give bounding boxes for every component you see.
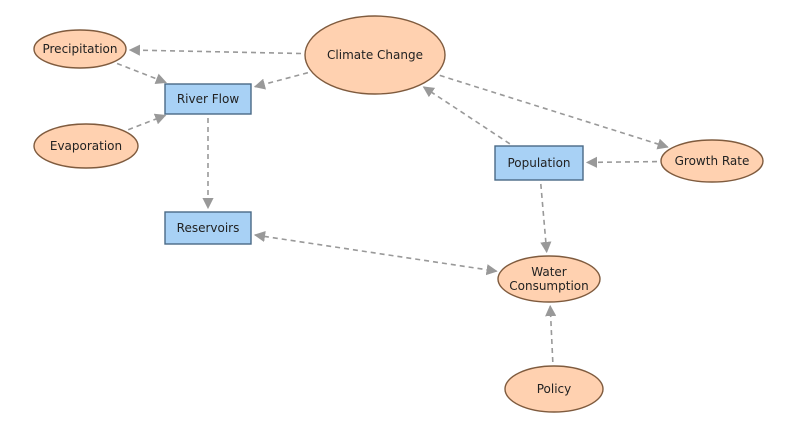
edge-precipitation-to-river-flow (116, 62, 167, 85)
edge-climate-change-to-precipitation (128, 44, 302, 56)
edge-climate-change-to-growth-rate (439, 74, 669, 150)
node-river-flow-label: River Flow (177, 92, 239, 106)
node-precipitation-ellipse (33, 29, 127, 69)
node-population[interactable]: Population (494, 145, 584, 181)
node-population-box (494, 145, 584, 181)
node-river-flow[interactable]: River Flow (164, 83, 252, 115)
edge-reservoirs-to-water-consumption (253, 230, 498, 276)
node-reservoirs[interactable]: Reservoirs (164, 211, 252, 245)
node-water-consumption-ellipse (497, 255, 601, 303)
node-reservoirs-label: Reservoirs (177, 221, 240, 235)
node-precipitation[interactable]: Precipitation (33, 29, 127, 69)
edge-population-to-water-consumption (540, 183, 552, 254)
node-river-flow-box (164, 83, 252, 115)
node-evaporation-ellipse (33, 123, 139, 169)
node-growth-rate-label: Growth Rate (675, 154, 750, 168)
node-evaporation[interactable]: Evaporation (33, 123, 139, 169)
node-reservoirs-box (164, 211, 252, 245)
node-climate-change[interactable]: Climate Change (304, 15, 446, 95)
edge-climate-change-to-river-flow (253, 71, 309, 90)
node-climate-change-ellipse (304, 15, 446, 95)
node-policy[interactable]: Policy (504, 365, 604, 413)
node-population-label: Population (507, 156, 570, 170)
node-water-consumption-label: Water (531, 265, 567, 279)
node-climate-change-label: Climate Change (327, 48, 423, 62)
node-growth-rate[interactable]: Growth Rate (660, 139, 764, 183)
edge-population-to-climate-change (422, 86, 511, 145)
edge-evaporation-to-river-flow (127, 113, 167, 131)
node-policy-ellipse (504, 365, 604, 413)
edges-layer (116, 44, 669, 363)
edge-growth-rate-to-population (585, 156, 658, 168)
node-growth-rate-ellipse (660, 139, 764, 183)
edge-policy-to-water-consumption (545, 304, 557, 363)
node-policy-label: Policy (537, 382, 572, 396)
node-water-consumption-label: Consumption (509, 279, 588, 293)
node-evaporation-label: Evaporation (50, 139, 122, 153)
node-precipitation-label: Precipitation (42, 42, 117, 56)
